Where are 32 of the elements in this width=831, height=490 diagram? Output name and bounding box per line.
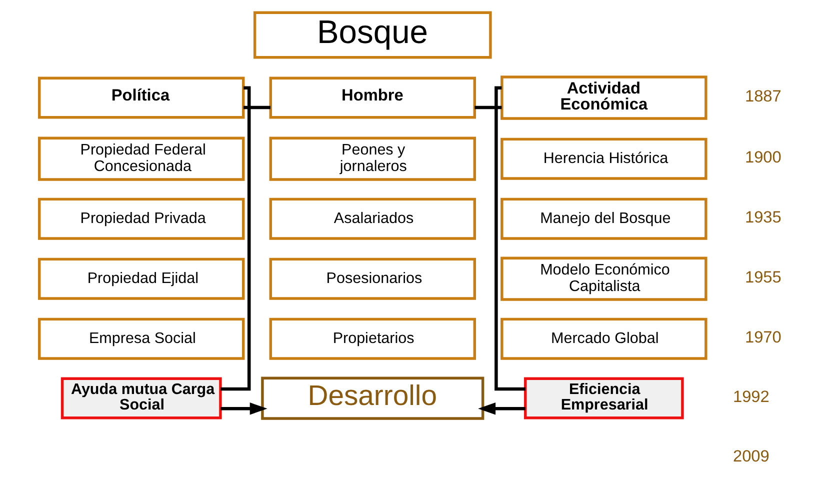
node-box: Actividad Económica — [500, 76, 707, 120]
node-box: Política — [38, 76, 244, 119]
connector — [242, 106, 270, 110]
node-box: Propietarios — [268, 318, 476, 360]
connector — [494, 86, 525, 391]
node-box: Herencia Histórica — [500, 138, 707, 180]
connector — [220, 86, 250, 391]
connector — [474, 106, 502, 110]
label: 1935 — [744, 208, 781, 227]
node-box: Eficiencia Empresarial — [524, 377, 684, 420]
node-box: Posesionarios — [268, 258, 476, 300]
node-box: Bosque — [252, 11, 492, 59]
node-box: Mercado Global — [500, 318, 707, 360]
node-box: Propiedad Privada — [38, 198, 244, 240]
arrow — [478, 402, 525, 415]
label: 2009 — [732, 448, 769, 466]
label: 1900 — [744, 148, 781, 167]
label: 1992 — [732, 388, 769, 406]
node-box: Manejo del Bosque — [500, 198, 707, 240]
arrow — [220, 402, 267, 415]
node-box: Propiedad Federal Concesionada — [38, 136, 244, 181]
node-box: Ayuda mutua Carga Social — [60, 377, 222, 420]
label: 1955 — [744, 268, 781, 287]
node-box: Modelo Económico Capitalista — [500, 256, 707, 301]
node-box: Desarrollo — [260, 376, 484, 420]
node-box: Asalariados — [268, 198, 476, 240]
node-box: Peones y jornaleros — [268, 136, 476, 181]
node-box: Empresa Social — [38, 318, 244, 360]
label: 1887 — [744, 88, 781, 106]
node-box: Propiedad Ejidal — [38, 258, 244, 300]
node-box: Hombre — [268, 76, 476, 119]
label: 1970 — [744, 328, 781, 347]
